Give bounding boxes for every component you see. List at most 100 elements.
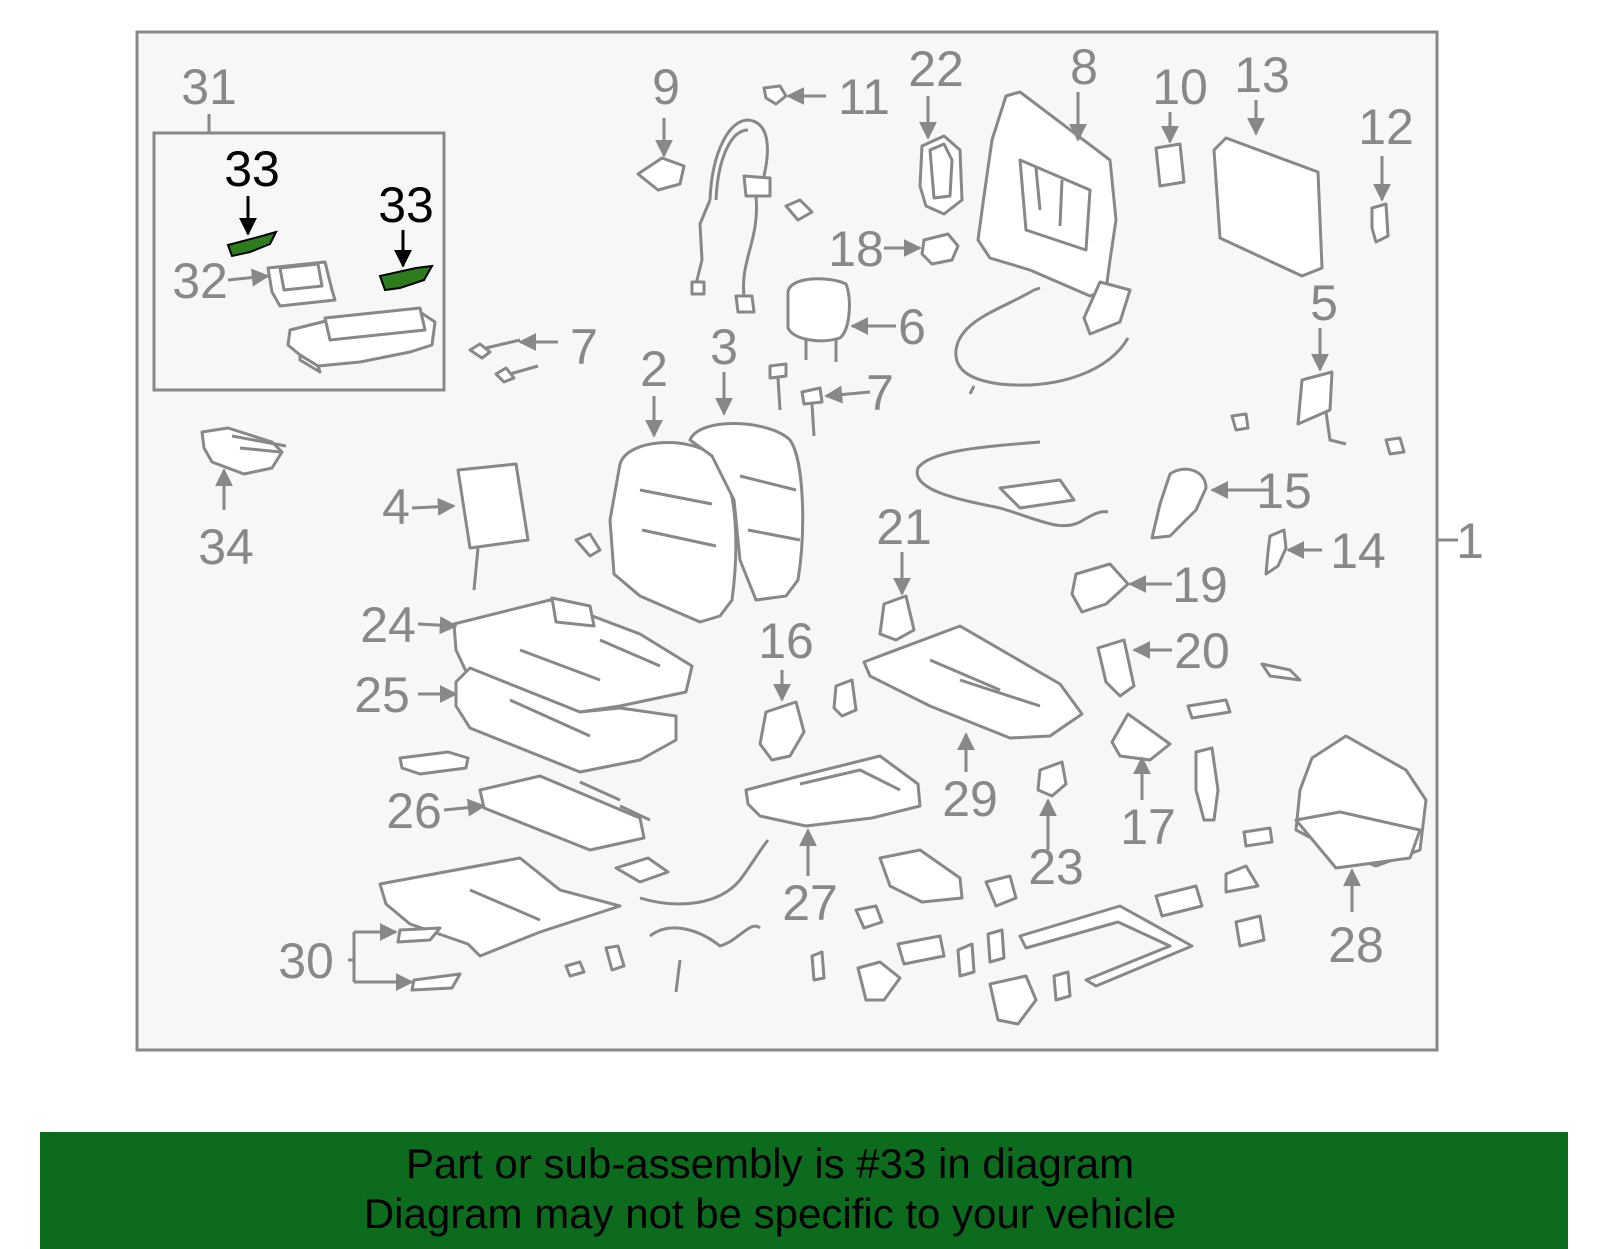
label-7-upper: 7: [570, 319, 598, 375]
armrest-assembly-part: [286, 306, 437, 374]
bracket-20-part: [1096, 638, 1136, 698]
clip-right-g-part: [1154, 884, 1204, 918]
label-31: 31: [181, 59, 237, 115]
clip-right-c-part: [1194, 746, 1220, 822]
label-9: 9: [652, 59, 680, 115]
bracket-bottom-h-part: [986, 928, 1006, 964]
bracket-16-part: [758, 700, 806, 762]
highlighted-part-33-left: [226, 230, 278, 258]
headrest-6-part: [786, 277, 851, 362]
label-32: 32: [172, 253, 228, 309]
seat-frame-29-part: [862, 624, 1084, 740]
label-8: 8: [1070, 39, 1098, 95]
label-28: 28: [1328, 917, 1384, 973]
leader-30: [348, 923, 414, 991]
label-24: 24: [360, 597, 416, 653]
label-4: 4: [382, 479, 410, 535]
label-7-lower: 7: [866, 365, 894, 421]
label-6: 6: [898, 299, 926, 355]
label-tag-10-part: [1154, 142, 1186, 188]
label-21: 21: [876, 499, 932, 555]
leader-26: [443, 798, 486, 817]
part-near-16-part: [832, 678, 858, 718]
part-12: [1370, 202, 1390, 244]
bracket-bottom-a-part: [878, 848, 964, 904]
clip-right-b-part: [1186, 698, 1232, 720]
label-11: 11: [838, 69, 890, 125]
diagram-labels: 31 33 33 32 34 7 9 11 22 8 10 13 12 18 6…: [172, 39, 1484, 989]
leader-4: [411, 497, 456, 516]
bracket-19-part: [1070, 562, 1130, 614]
bolt-7-upper-part: [468, 338, 539, 384]
label-33-left: 33: [224, 141, 280, 197]
label-33-right: 33: [378, 177, 434, 233]
bracket-bottom-d-part: [896, 934, 946, 966]
label-34: 34: [198, 519, 254, 575]
highlighted-part-33-right: [378, 264, 434, 292]
clip-near-2-part: [574, 532, 602, 558]
leader-32: [227, 268, 270, 287]
label-20: 20: [1174, 623, 1230, 679]
bracket-17-part: [1110, 712, 1172, 762]
clip-right-a-part: [1260, 662, 1302, 682]
label-23: 23: [1028, 839, 1084, 895]
part-5: [1296, 370, 1347, 446]
bracket-bottom-i-part: [988, 974, 1038, 1026]
clip-5b-part: [1384, 436, 1406, 456]
cover-15-part: [1150, 467, 1208, 540]
bracket-near-26-part: [398, 750, 470, 776]
label-2: 2: [640, 341, 668, 397]
clip-right-d-part: [1242, 826, 1274, 848]
bracket-bottom-e-part: [810, 950, 826, 982]
label-15: 15: [1256, 463, 1312, 519]
label-10: 10: [1152, 59, 1208, 115]
label-16: 16: [758, 613, 814, 669]
clip-11-part: [762, 84, 788, 106]
label-19: 19: [1172, 557, 1228, 613]
label-13: 13: [1234, 47, 1290, 103]
clip-bottom-c-part: [614, 856, 670, 884]
label-26: 26: [386, 783, 442, 839]
label-3: 3: [710, 319, 738, 375]
clip-bottom-b-part: [604, 944, 626, 972]
label-14: 14: [1330, 523, 1386, 579]
leader-7b: [824, 385, 871, 404]
bracket-bottom-c-part: [854, 904, 884, 930]
clip-bottom-a-part: [564, 960, 586, 978]
seat-28-part: [1294, 734, 1428, 870]
clip-right-e-part: [1224, 864, 1260, 894]
harness-a-part: [639, 839, 770, 906]
bracket-bottom-f-part: [856, 960, 902, 1002]
label-1: 1: [1456, 513, 1484, 569]
part-18: [920, 232, 960, 266]
base-30-part: [378, 856, 622, 992]
label-27: 27: [782, 875, 838, 931]
label-25: 25: [354, 667, 410, 723]
cushion-25-part: [454, 666, 678, 774]
banner-line-disclaimer: Diagram may not be specific to your vehi…: [363, 1190, 1177, 1237]
bracket-bottom-j-part: [1052, 970, 1072, 1002]
seatback-3-part: [688, 422, 805, 602]
harness-b-part: [649, 924, 761, 993]
cable-middle-part: [915, 440, 1109, 528]
cable-loop-part: [998, 478, 1076, 510]
label-17: 17: [1120, 799, 1176, 855]
label-22: 22: [908, 41, 964, 97]
armrest-cover-32-part: [266, 260, 337, 308]
tray-27-part: [744, 754, 922, 828]
hook-14-part: [1264, 528, 1288, 576]
bracket-23-part: [1036, 760, 1068, 798]
bracket-21-part: [878, 594, 916, 642]
guide-7-part: [768, 362, 824, 437]
clip-right-f-part: [1234, 914, 1266, 948]
cover-9-part: [636, 156, 686, 192]
label-30: 30: [278, 933, 334, 989]
label-29: 29: [942, 771, 998, 827]
label-5: 5: [1310, 275, 1338, 331]
bracket-34-part: [200, 426, 287, 476]
panel-4-part: [456, 462, 530, 591]
bracket-bottom-g-part: [956, 942, 976, 978]
banner-line-part-number: Part or sub-assembly is #33 in diagram: [405, 1140, 1135, 1187]
leader-24: [417, 616, 458, 635]
